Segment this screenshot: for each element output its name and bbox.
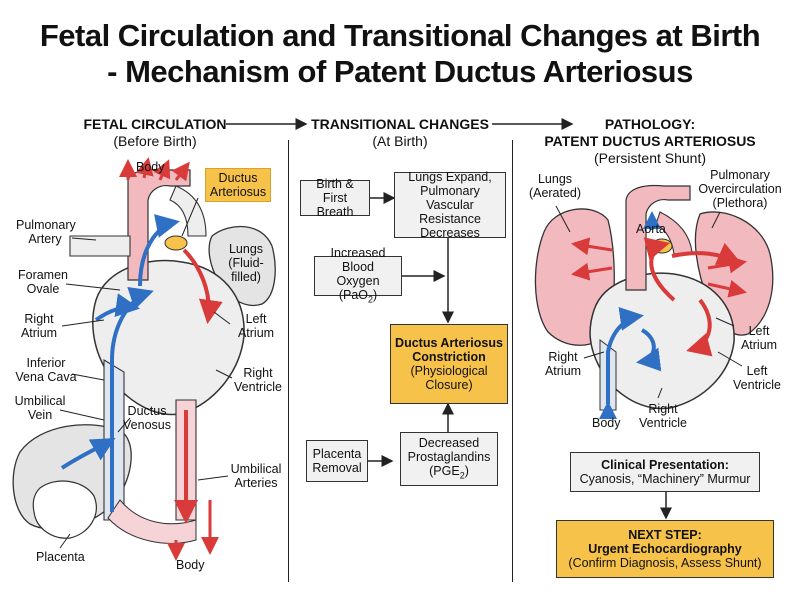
box-ductus-constriction: Ductus Arteriosus Constriction (Physiolo… — [390, 324, 508, 404]
clinical-text: Cyanosis, “Machinery” Murmur — [579, 472, 751, 486]
pda-heart-illustration — [534, 184, 774, 520]
prostaglandins-text-end: ) — [464, 463, 469, 478]
box-birth-first-breath: Birth & First Breath — [300, 177, 370, 219]
label-lungs-fluid: Lungs (Fluid-filled) — [228, 242, 264, 284]
column-divider-right — [512, 140, 513, 582]
label-lungs-aerated: Lungs (Aerated) — [528, 172, 582, 200]
label-left-atrium-fetal: Left Atrium — [237, 312, 275, 340]
fetal-column-heading: FETAL CIRCULATION (Before Birth) — [70, 116, 240, 150]
transition-flow-arrows — [368, 192, 454, 467]
box-lungs-expand: Lungs Expand, Pulmonary Vascular Resista… — [394, 170, 506, 240]
ductus-arteriosus-callout: Ductus Arteriosus — [205, 168, 271, 202]
label-ductus-venosus: Ductus Venosus — [123, 404, 171, 432]
pathology-subheading: (Persistent Shunt) — [593, 150, 707, 166]
next-step-line3: (Confirm Diagnosis, Assess Shunt) — [568, 556, 762, 570]
constriction-title: Ductus Arteriosus Constriction — [395, 336, 503, 364]
label-placenta: Placenta — [36, 550, 85, 564]
label-aorta: Aorta — [636, 222, 666, 236]
fetal-subheading: (Before Birth) — [113, 133, 197, 149]
label-body-bottom: Body — [176, 558, 205, 572]
transition-subheading: (At Birth) — [372, 133, 428, 149]
label-right-atrium-fetal: Right Atrium — [20, 312, 58, 340]
pathology-heading-1: PATHOLOGY: — [604, 116, 696, 132]
box-increased-oxygen: Increased Blood Oxygen (PaO2) — [314, 246, 402, 304]
label-left-atrium-pda: Left Atrium — [740, 324, 778, 352]
label-right-atrium-pda: Right Atrium — [544, 350, 582, 378]
box-next-step: NEXT STEP: Urgent Echocardiography (Conf… — [556, 520, 774, 578]
clinical-title: Clinical Presentation: — [601, 458, 729, 472]
column-divider-left — [288, 140, 289, 582]
box-decreased-prostaglandins: Decreased Prostaglandins (PGE2) — [400, 432, 498, 486]
label-body-pda: Body — [592, 416, 621, 430]
transition-heading: TRANSITIONAL CHANGES — [311, 116, 489, 132]
constriction-subtitle: (Physiological Closure) — [410, 364, 488, 392]
transition-column-heading: TRANSITIONAL CHANGES (At Birth) — [305, 116, 495, 150]
next-step-line1: NEXT STEP: — [628, 528, 702, 542]
label-inferior-vena-cava: Inferior Vena Cava — [15, 356, 77, 384]
label-right-ventricle-pda: Right Ventricle — [639, 402, 687, 430]
label-body-top: Body — [136, 160, 165, 174]
label-umbilical-vein: Umbilical Vein — [14, 394, 66, 422]
label-pulmonary-overcirculation: Pulmonary Overcirculation (Plethora) — [698, 168, 782, 210]
oxygen-text-end: ) — [373, 287, 378, 302]
prostaglandins-text: Decreased Prostaglandins (PGE — [407, 435, 491, 478]
label-right-ventricle-fetal: Right Ventricle — [234, 366, 282, 394]
oxygen-subscript: 2 — [368, 294, 374, 305]
fetal-heading: FETAL CIRCULATION — [83, 116, 227, 132]
oxygen-text: Increased Blood Oxygen (PaO — [330, 245, 386, 302]
page-title-line1: Fetal Circulation and Transitional Chang… — [39, 18, 761, 53]
fetal-heart-illustration — [12, 157, 276, 561]
pathology-heading-2: PATENT DUCTUS ARTERIOSUS — [544, 133, 756, 149]
label-umbilical-arteries: Umbilical Arteries — [230, 462, 282, 490]
box-placenta-removal: Placenta Removal — [306, 440, 368, 482]
page-title-line2: - Mechanism of Patent Ductus Arteriosus — [107, 54, 693, 89]
prostaglandins-subscript: 2 — [459, 470, 465, 481]
label-pulmonary-artery: Pulmonary Artery — [16, 218, 76, 246]
label-left-ventricle-pda: Left Ventricle — [733, 364, 781, 392]
pathology-column-heading: PATHOLOGY: PATENT DUCTUS ARTERIOSUS (Per… — [540, 116, 760, 167]
label-foramen-ovale: Foramen Ovale — [17, 268, 69, 296]
box-clinical-presentation: Clinical Presentation: Cyanosis, “Machin… — [570, 452, 760, 492]
next-step-line2: Urgent Echocardiography — [588, 542, 742, 556]
